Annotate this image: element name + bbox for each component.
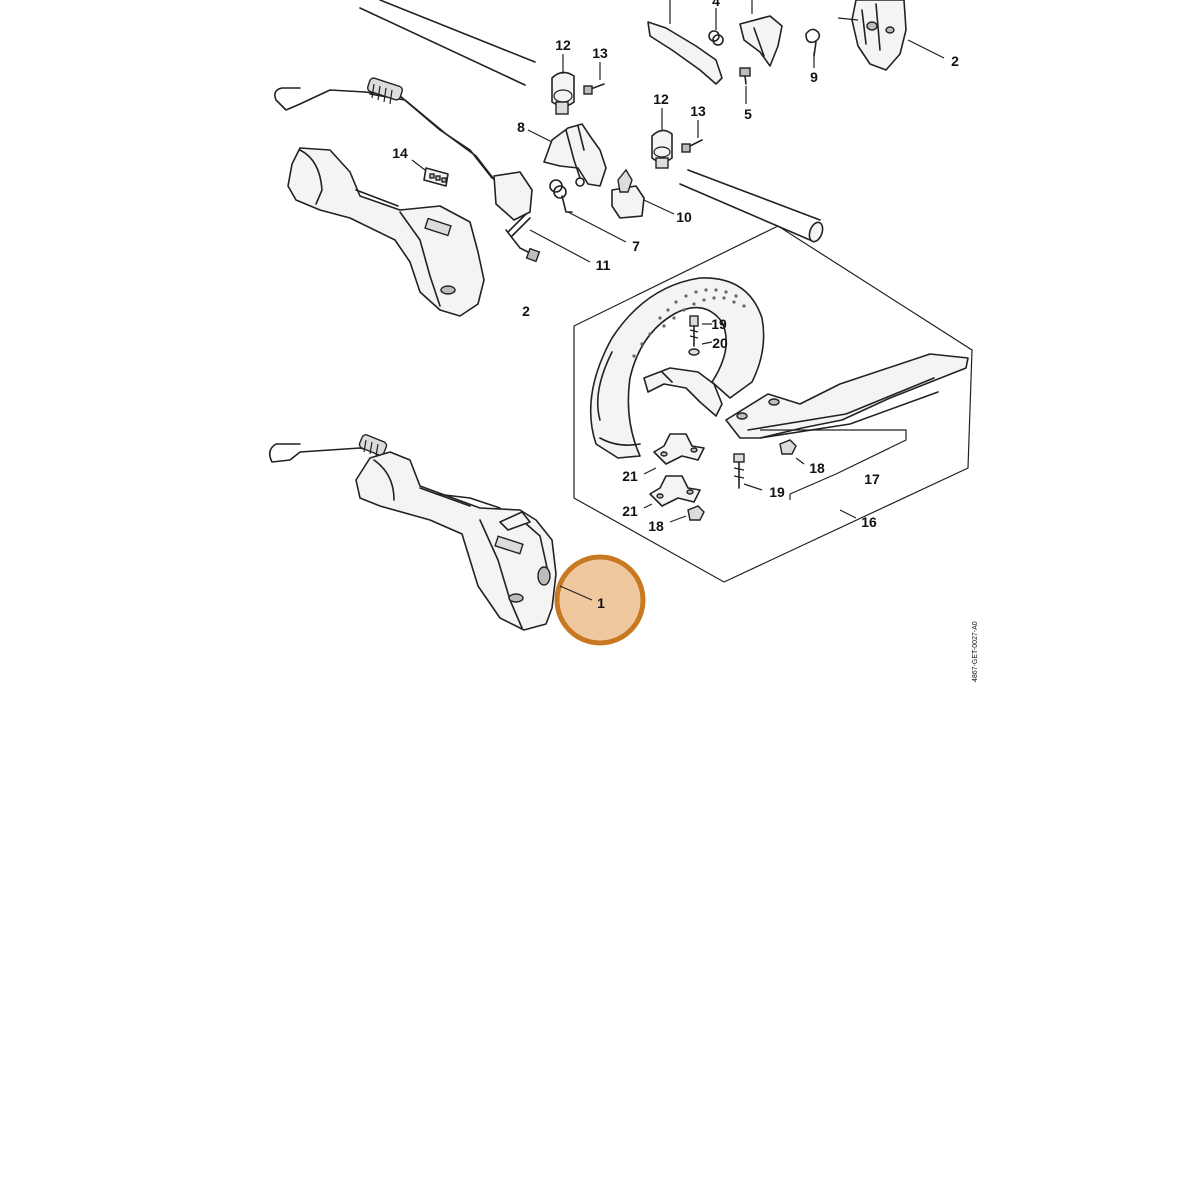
throttle-cable-upper [274,77,497,183]
callout-10: 10 [676,209,692,225]
callout-21-upper: 21 [622,468,638,484]
drive-shaft-lower [679,169,824,243]
callout-14: 14 [392,145,408,161]
callout-19-upper: 19 [711,316,727,332]
callout-13-right: 13 [690,103,706,119]
callout-13-left: 13 [592,45,608,61]
drive-shaft-upper [359,0,536,86]
part-4-spring [708,8,724,46]
clamp-21-lower [643,475,701,509]
callout-21-lower: 21 [622,503,638,519]
callout-20: 20 [712,335,728,351]
callout-17: 17 [864,471,880,487]
part-7-spring [549,177,627,243]
callout-11: 11 [596,257,611,273]
handle-housing-upper [287,147,485,317]
clamp-21-upper [643,433,705,475]
bolt-19-lower [733,453,837,500]
callout-16: 16 [861,514,877,530]
part-8-throttle-trigger [527,123,607,187]
bracket-bar-17 [725,353,969,475]
part-5-screw [739,67,751,104]
callout-2-housing: 2 [522,303,530,319]
handle-housing-lower-part-1 [355,451,557,631]
callout-7: 7 [632,238,640,254]
callout-8: 8 [517,119,525,135]
callout-12-left: 12 [555,37,571,53]
washer-20 [688,341,713,356]
callout-18-right: 18 [809,460,825,476]
callout-1: 1 [597,595,605,611]
callout-12-right: 12 [653,91,669,107]
part-9-spring [805,28,821,68]
part-10-stop-switch [611,168,675,219]
part-11-switch [493,171,591,263]
part-top-lever [647,0,723,85]
part-top-bracket [739,0,783,67]
callout-18-left: 18 [648,518,664,534]
part-14-label-plate [411,159,449,187]
loop-handle-kit-outline [573,225,973,583]
throttle-cable-lower [268,434,388,463]
callout-labels: 1 2 2 4 5 7 8 9 10 11 12 12 13 13 14 16 … [392,0,959,611]
callout-4: 4 [712,0,720,9]
part-2-housing-top [837,0,945,71]
nut-18-right [779,439,805,465]
drawing-code: 4867-GET-0027-A0 [972,621,979,682]
callout-2-top: 2 [951,53,959,69]
clamp-12-right [651,108,703,169]
loop-handle [589,277,765,459]
nut-18-left [669,505,705,523]
callout-19-lower: 19 [769,484,785,500]
bolt-19-upper [689,315,712,347]
part-1-highlight[interactable] [554,554,646,646]
callout-5: 5 [744,106,752,122]
callout-9: 9 [810,69,818,85]
clamp-12-left [551,54,605,115]
